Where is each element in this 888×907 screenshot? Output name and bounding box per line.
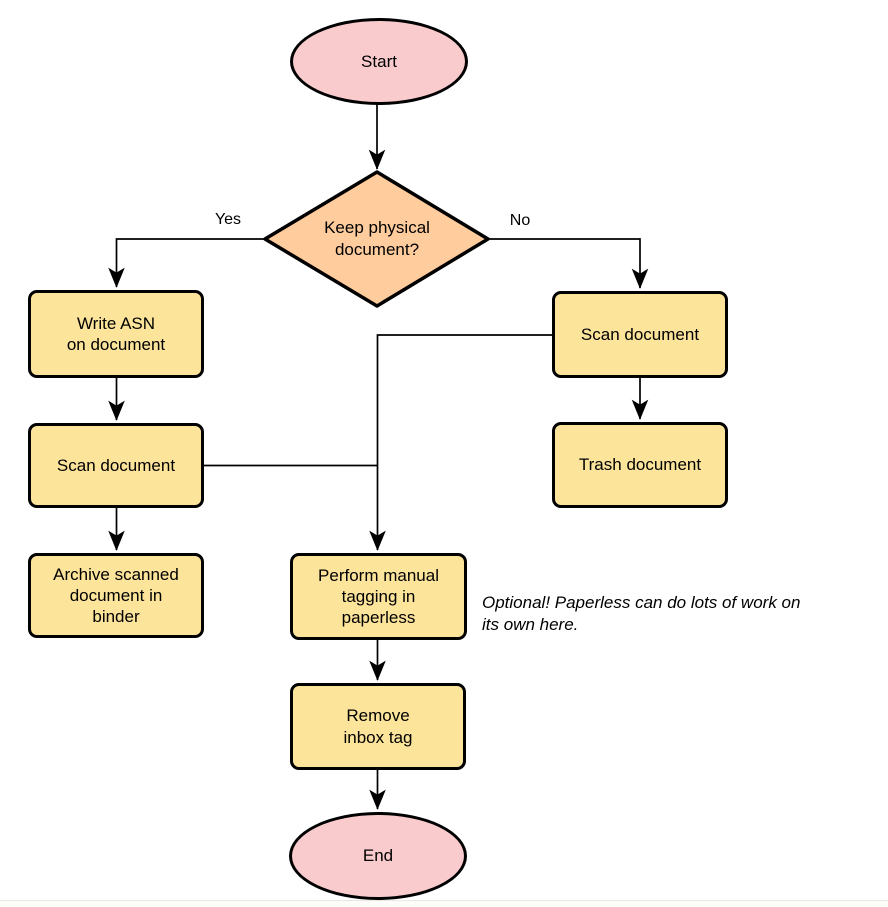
edge-label-yes: Yes xyxy=(214,211,242,228)
page-bottom-divider xyxy=(0,900,888,907)
process-remove-inbox-tag-node: Remove inbox tag xyxy=(290,683,466,770)
process-scan-document-left-node: Scan document xyxy=(28,423,204,508)
process-manual-tagging-node: Perform manual tagging in paperless xyxy=(290,553,467,640)
edge-decision-no xyxy=(488,238,649,289)
decision-node-label: Keep physical document? xyxy=(324,218,430,259)
process-write-asn-node: Write ASN on document xyxy=(28,290,204,378)
edge-decision-yes xyxy=(108,238,265,288)
edge-scanright-to-tagging xyxy=(369,334,552,551)
edge-label-no: No xyxy=(509,212,531,229)
start-node: Start xyxy=(290,18,468,105)
process-archive-document-node: Archive scanned document in binder xyxy=(28,553,204,638)
process-scan-document-right-node: Scan document xyxy=(552,291,728,378)
process-trash-document-node: Trash document xyxy=(552,422,728,508)
optional-note-text: Optional! Paperless can do lots of work … xyxy=(482,593,801,635)
end-node: End xyxy=(289,812,467,900)
